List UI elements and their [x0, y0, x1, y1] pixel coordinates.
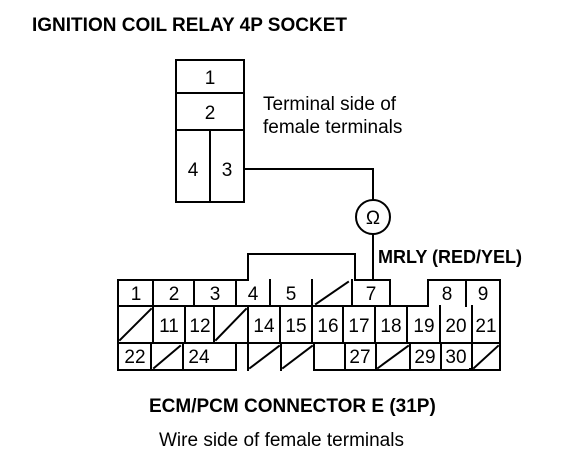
- ecm-terminal: 1: [131, 284, 142, 305]
- ecm-terminal: 21: [475, 316, 496, 337]
- ecm-terminal: 3: [210, 284, 221, 305]
- ecm-terminal: 11: [159, 316, 179, 337]
- ecm-terminal: 22: [124, 347, 145, 368]
- empty-cavity-mark: [152, 344, 182, 370]
- ecm-terminal: 30: [445, 347, 466, 368]
- relay-terminal: 2: [205, 103, 216, 124]
- empty-cavity-mark: [376, 344, 410, 370]
- relay-terminal: 1: [205, 68, 216, 89]
- ecm-terminal: 15: [285, 316, 306, 337]
- ohm-symbol: Ω: [366, 208, 380, 229]
- ecm-terminal: 5: [286, 284, 297, 305]
- relay-terminal: 4: [188, 160, 199, 181]
- relay-socket-title: IGNITION COIL RELAY 4P SOCKET: [32, 15, 347, 36]
- ecm-connector-outline: [117, 253, 501, 371]
- ecm-connector-title: ECM/PCM CONNECTOR E (31P): [149, 396, 436, 417]
- relay-side-label-line2: female terminals: [263, 117, 403, 138]
- ecm-terminal: 14: [253, 316, 275, 337]
- ecm-terminal: 12: [189, 316, 210, 337]
- ecm-terminal: 29: [414, 347, 435, 368]
- wire-relay-to-meter: [243, 168, 374, 201]
- empty-cavity-mark: [248, 344, 281, 370]
- ecm-terminal: 4: [248, 284, 259, 305]
- ecm-terminal: 27: [349, 347, 370, 368]
- ecm-side-label: Wire side of female terminals: [159, 430, 404, 451]
- ecm-terminal: 20: [445, 316, 466, 337]
- ecm-terminal: 19: [413, 316, 434, 337]
- empty-cavity-mark: [214, 307, 248, 342]
- ecm-terminal: 17: [348, 316, 369, 337]
- empty-cavity-mark: [281, 344, 314, 370]
- ecm-terminal: 18: [380, 316, 401, 337]
- relay-terminal: 3: [222, 160, 233, 181]
- empty-cavity-mark: [118, 307, 153, 342]
- relay-side-label-line1: Terminal side of: [263, 94, 397, 115]
- ecm-terminal: 8: [442, 284, 453, 305]
- ecm-terminal: 24: [188, 347, 210, 368]
- ecm-terminal: 7: [366, 284, 377, 305]
- ecm-terminal: 16: [317, 316, 338, 337]
- empty-cavity-mark: [314, 280, 350, 306]
- empty-cavity-mark: [472, 344, 500, 370]
- ecm-terminal: 9: [478, 284, 489, 305]
- wire-label: MRLY (RED/YEL): [378, 247, 523, 267]
- ecm-terminal: 2: [169, 284, 180, 305]
